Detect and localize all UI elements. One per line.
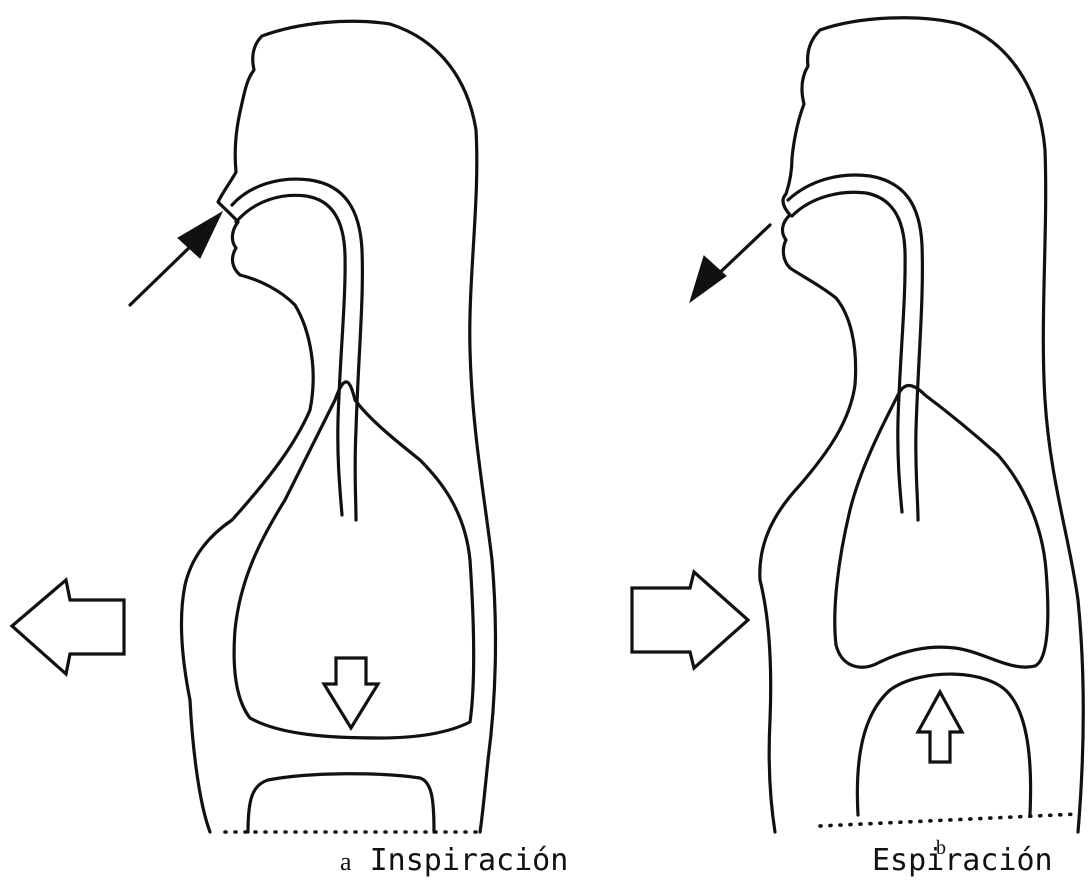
expand-left-arrow: [12, 580, 124, 674]
air-in-arrow: [130, 212, 222, 305]
panel-a-caption: Inspiración: [370, 843, 569, 878]
panel-b-letter: b: [936, 838, 946, 858]
abdomen-a: [248, 774, 434, 832]
body-silhouette-b: [760, 18, 1083, 832]
panel-a-inspiration: [12, 21, 495, 832]
panel-a-letter: a: [340, 847, 352, 876]
panel-b-caption: Espiración: [872, 843, 1053, 878]
lung-cavity-b: [835, 386, 1048, 668]
airway-inner-a: [236, 195, 345, 515]
air-out-arrow: [690, 225, 770, 302]
caption-b: Espiración: [872, 846, 1053, 876]
airway-inner-b: [792, 192, 905, 512]
caption-a: a Inspiración: [340, 846, 568, 876]
diaphragm-up-arrow: [918, 692, 962, 762]
contract-right-arrow: [632, 572, 748, 668]
diaphragm-down-arrow: [324, 658, 378, 728]
panel-b-expiration: [632, 18, 1083, 832]
